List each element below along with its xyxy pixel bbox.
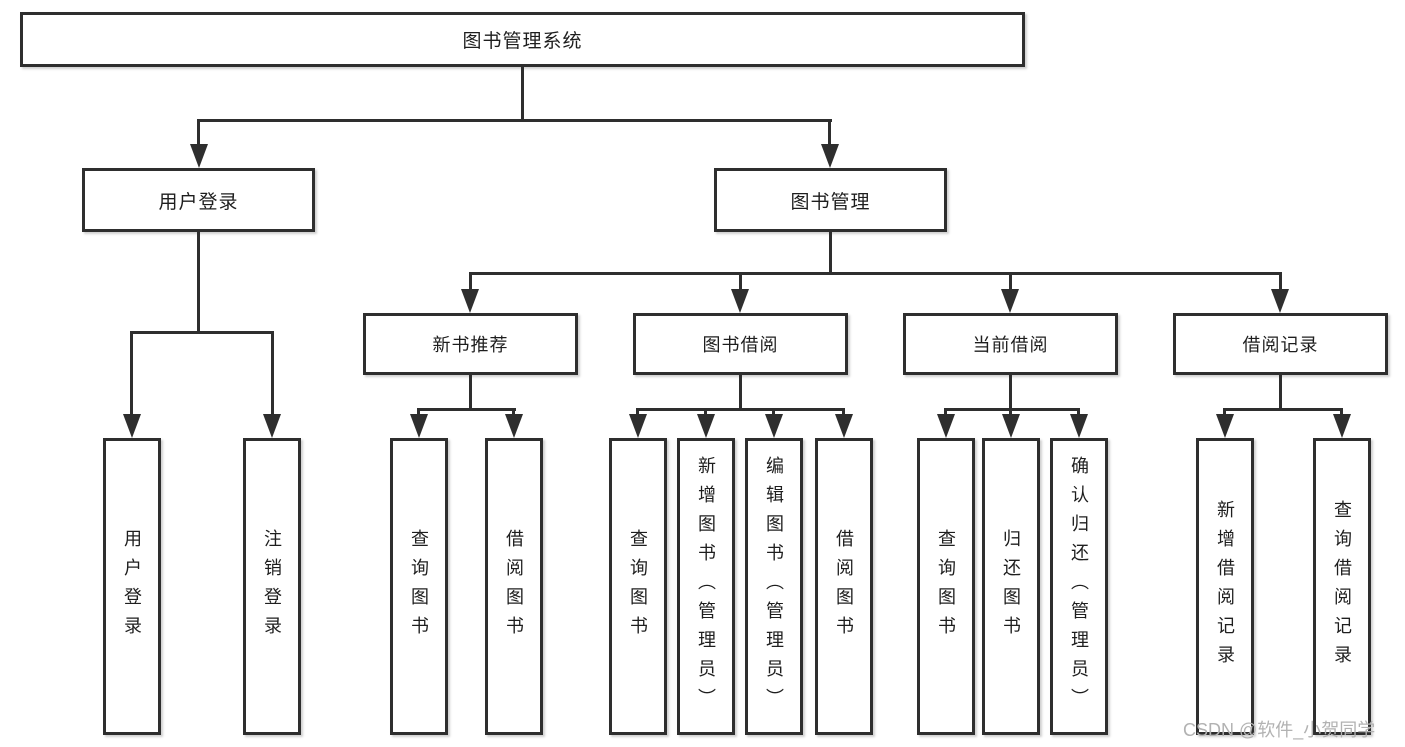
leaf-label: 归还图书 — [1001, 528, 1021, 645]
node-user-login: 用户登录 — [82, 168, 315, 232]
connector-line — [197, 119, 832, 122]
arrowhead-down-icon — [835, 414, 853, 438]
arrowhead-down-icon — [1333, 414, 1351, 438]
arrowhead-down-icon — [937, 414, 955, 438]
node-current-borrowing: 当前借阅 — [903, 313, 1118, 375]
csdn-watermark: CSDN @软件_小贺同学 — [1183, 720, 1376, 740]
node-label: 图书管理 — [790, 191, 871, 213]
leaf-newbook-borrow-books: 借阅图书 — [485, 438, 543, 735]
arrowhead-down-icon — [1271, 289, 1289, 313]
connector-line — [130, 331, 133, 416]
leaf-label: 查询图书 — [409, 528, 429, 645]
leaf-borrowing-edit-books-admin: 编辑图书（管理员） — [745, 438, 803, 735]
leaf-records-query-borrow-record: 查询借阅记录 — [1313, 438, 1371, 735]
leaf-label: 新增借阅记录 — [1215, 499, 1235, 674]
arrowhead-down-icon — [1002, 414, 1020, 438]
connector-line — [829, 232, 832, 274]
node-label: 借阅记录 — [1242, 335, 1319, 355]
node-label: 图书借阅 — [702, 335, 779, 355]
arrowhead-down-icon — [190, 144, 208, 168]
arrowhead-down-icon — [1001, 289, 1019, 313]
node-label: 用户登录 — [158, 191, 239, 213]
connector-line — [417, 408, 516, 411]
connector-line — [739, 375, 742, 411]
connector-line — [271, 331, 274, 416]
node-book-borrowing: 图书借阅 — [633, 313, 848, 375]
arrowhead-down-icon — [123, 414, 141, 438]
leaf-label: 查询图书 — [936, 528, 956, 645]
arrowhead-down-icon — [1216, 414, 1234, 438]
connector-line — [1009, 375, 1012, 411]
node-label: 当前借阅 — [972, 335, 1049, 355]
node-borrowing-records: 借阅记录 — [1173, 313, 1388, 375]
connector-line — [197, 119, 200, 147]
leaf-newbook-query-books: 查询图书 — [390, 438, 448, 735]
arrowhead-down-icon — [697, 414, 715, 438]
node-book-management: 图书管理 — [714, 168, 947, 232]
arrowhead-down-icon — [1070, 414, 1088, 438]
connector-line — [828, 119, 831, 147]
connector-line — [636, 408, 845, 411]
connector-line — [197, 232, 200, 334]
connector-line — [469, 272, 472, 292]
connector-line — [1279, 375, 1282, 411]
node-label: 新书推荐 — [432, 335, 509, 355]
node-library-management-system: 图书管理系统 — [20, 12, 1025, 67]
leaf-borrowing-query-books: 查询图书 — [609, 438, 667, 735]
arrowhead-down-icon — [505, 414, 523, 438]
node-label: 图书管理系统 — [462, 31, 583, 52]
arrowhead-down-icon — [731, 289, 749, 313]
connector-line — [521, 67, 524, 120]
leaf-label: 注销登录 — [262, 528, 282, 645]
leaf-current-return-books: 归还图书 — [982, 438, 1040, 735]
leaf-label: 用户登录 — [122, 528, 142, 645]
arrowhead-down-icon — [629, 414, 647, 438]
arrowhead-down-icon — [765, 414, 783, 438]
arrowhead-down-icon — [821, 144, 839, 168]
connector-line — [1279, 272, 1282, 292]
leaf-label: 查询借阅记录 — [1332, 499, 1352, 674]
connector-line — [1223, 408, 1343, 411]
leaf-label: 编辑图书（管理员） — [764, 456, 784, 717]
connector-line — [469, 272, 1282, 275]
leaf-label: 查询图书 — [628, 528, 648, 645]
node-new-book-recommendation: 新书推荐 — [363, 313, 578, 375]
leaf-label: 新增图书（管理员） — [696, 456, 716, 717]
leaf-label: 确认归还（管理员） — [1069, 456, 1089, 717]
leaf-records-add-borrow-record: 新增借阅记录 — [1196, 438, 1254, 735]
leaf-logout: 注销登录 — [243, 438, 301, 735]
leaf-borrowing-add-books-admin: 新增图书（管理员） — [677, 438, 735, 735]
leaf-borrowing-borrow-books: 借阅图书 — [815, 438, 873, 735]
connector-line — [944, 408, 1080, 411]
arrowhead-down-icon — [263, 414, 281, 438]
connector-line — [739, 272, 742, 292]
leaf-label: 借阅图书 — [834, 528, 854, 645]
leaf-current-confirm-return-admin: 确认归还（管理员） — [1050, 438, 1108, 735]
leaf-label: 借阅图书 — [504, 528, 524, 645]
connector-line — [130, 331, 273, 334]
arrowhead-down-icon — [461, 289, 479, 313]
connector-line — [469, 375, 472, 411]
leaf-user-login: 用户登录 — [103, 438, 161, 735]
arrowhead-down-icon — [410, 414, 428, 438]
connector-line — [1009, 272, 1012, 292]
leaf-current-query-books: 查询图书 — [917, 438, 975, 735]
